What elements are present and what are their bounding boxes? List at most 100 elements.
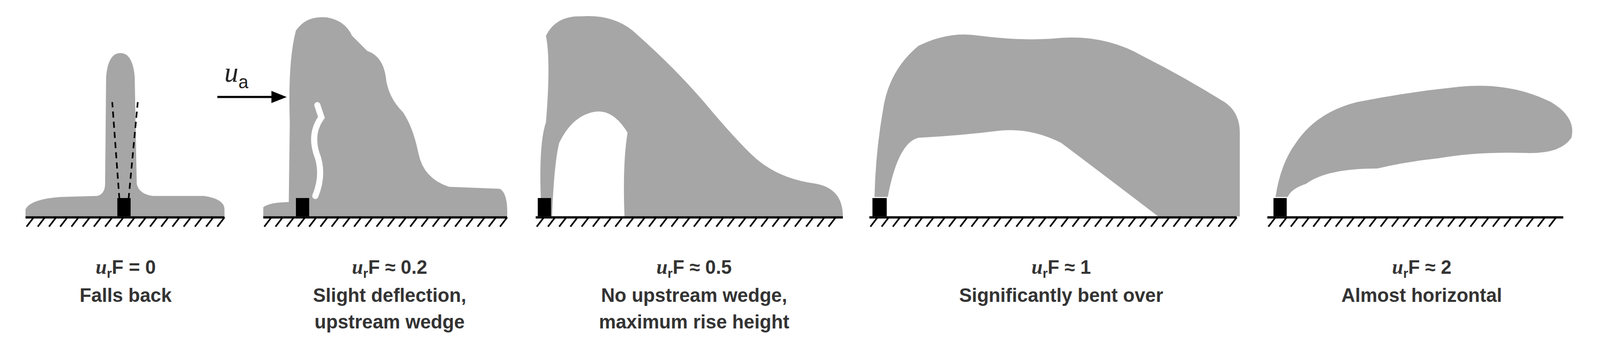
ground-hatch: [343, 217, 351, 227]
ground-hatch: [1173, 217, 1181, 227]
ground-hatch: [1184, 217, 1192, 227]
ground-hatch: [60, 217, 68, 227]
plume-shape: [25, 53, 225, 217]
ground-hatch: [1358, 217, 1366, 227]
ground-hatch: [1503, 217, 1511, 227]
ground-hatch: [1470, 217, 1478, 227]
ground-line: [869, 215, 1237, 218]
velocity-symbol: u: [1392, 255, 1404, 278]
plume-shape: [874, 34, 1240, 217]
ground-hatch: [1094, 217, 1102, 227]
ground-hatch: [1229, 217, 1237, 227]
ground-hatch: [1481, 217, 1489, 227]
regime-description: Significantly bent over: [946, 281, 1176, 309]
stack-source: [295, 197, 309, 217]
parameter-value: F ≈ 1: [1047, 256, 1091, 278]
ground-hatch: [150, 217, 158, 227]
ground-hatch: [206, 217, 214, 227]
ground-hatch: [421, 217, 429, 227]
ground-hatch: [761, 217, 769, 227]
parameter-line: urF = 0: [11, 252, 240, 282]
wind-label: ua: [224, 56, 249, 93]
ground-hatch: [1139, 217, 1147, 227]
ground-hatch: [194, 217, 202, 227]
ground-hatch: [116, 217, 124, 227]
ground-hatch: [1207, 217, 1215, 227]
parameter-line: urF ≈ 1: [946, 252, 1176, 282]
ground-hatch: [172, 217, 180, 227]
velocity-subscript: r: [1403, 265, 1409, 281]
stack-source: [117, 197, 131, 217]
ground-hatch: [603, 217, 611, 227]
panel-caption: urF ≈ 0.2Slight deflection, upstream wed…: [275, 252, 504, 336]
upstream-gap: [313, 105, 322, 196]
ground-hatch: [705, 217, 713, 227]
ground-hatch: [1447, 217, 1455, 227]
ground-hatch: [1279, 217, 1287, 227]
ground-hatch: [161, 217, 169, 227]
ground-hatch: [1050, 217, 1058, 227]
parameter-line: urF ≈ 0.2: [275, 252, 504, 282]
ground-hatch: [783, 217, 791, 227]
ground-hatch: [559, 217, 567, 227]
wind-subscript: a: [238, 71, 249, 93]
ground-hatch: [297, 217, 305, 227]
ground-hatch: [264, 217, 272, 227]
ground-hatch: [71, 217, 79, 227]
parameter-value: F ≈ 2: [1408, 256, 1452, 278]
regime-description: No upstream wedge, maximum rise height: [579, 281, 809, 336]
ground-hatch: [1414, 217, 1422, 227]
ground-hatch: [716, 217, 724, 227]
ground-hatch: [694, 217, 702, 227]
ground-hatch: [1403, 217, 1411, 227]
jet-outline: [112, 102, 120, 199]
parameter-value: F = 0: [111, 256, 156, 278]
panel-caption: urF = 0Falls back: [11, 252, 240, 309]
regime-description: Falls back: [11, 281, 240, 309]
velocity-subscript: r: [363, 265, 369, 281]
plume-shape: [538, 16, 843, 216]
ground-hatch: [1072, 217, 1080, 227]
velocity-symbol: u: [95, 255, 107, 278]
ground-hatch: [1425, 217, 1433, 227]
ground-hatch: [399, 217, 407, 227]
ground-hatch: [1324, 217, 1332, 227]
ground-hatch: [547, 217, 555, 227]
ground-hatch: [183, 217, 191, 227]
parameter-value: F ≈ 0.2: [368, 256, 428, 278]
ground-hatch: [960, 217, 968, 227]
ground-hatch: [948, 217, 956, 227]
ground-hatch: [275, 217, 283, 227]
ground-hatch: [387, 217, 395, 227]
ground-hatch: [1117, 217, 1125, 227]
ground-hatch: [365, 217, 373, 227]
ground-hatch: [93, 217, 101, 227]
regime-description: Almost horizontal: [1307, 281, 1536, 309]
ground-hatch: [1492, 217, 1500, 227]
ground-hatch: [477, 217, 485, 227]
ground-hatch: [649, 217, 657, 227]
ground-hatch: [37, 217, 45, 227]
ground-hatch: [1515, 217, 1523, 227]
ground-hatch: [1128, 217, 1136, 227]
ground-hatch: [536, 217, 544, 227]
parameter-line: urF ≈ 2: [1307, 252, 1536, 282]
ground-hatch: [881, 217, 889, 227]
velocity-symbol: u: [656, 255, 668, 278]
ground-hatch: [1347, 217, 1355, 227]
ground-hatch: [127, 217, 135, 227]
ground-hatch: [570, 217, 578, 227]
velocity-symbol: u: [352, 255, 364, 278]
ground-hatch: [1083, 217, 1091, 227]
plume-shape: [1275, 85, 1573, 197]
ground-hatch: [105, 217, 113, 227]
ground-hatch: [615, 217, 623, 227]
ground-hatch: [488, 217, 496, 227]
ground-hatch: [626, 217, 634, 227]
ground-hatch: [1459, 217, 1467, 227]
ground-hatch: [581, 217, 589, 227]
ground-line: [1267, 215, 1564, 218]
ground-hatch: [1005, 217, 1013, 227]
plume-shape: [263, 17, 508, 216]
ground-hatch: [1268, 217, 1276, 227]
